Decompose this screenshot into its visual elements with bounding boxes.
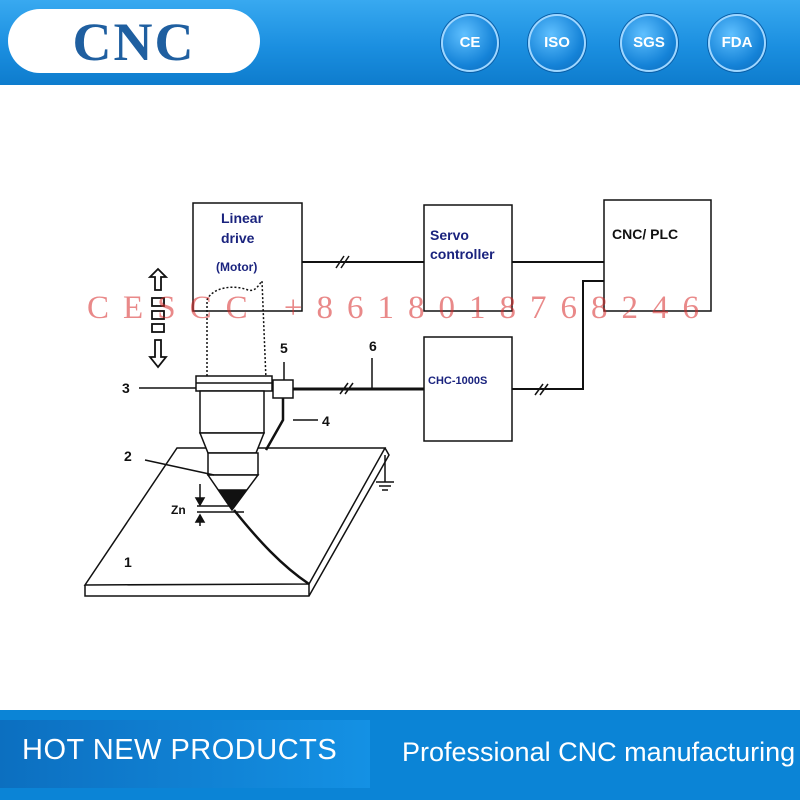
cable-4 (264, 398, 285, 451)
cnc-plc-box (603, 199, 712, 312)
down-arrow-icon (148, 339, 168, 369)
up-arrow-icon (147, 267, 169, 291)
chc-box (423, 336, 513, 442)
servo-label-2: controller (430, 246, 495, 262)
servo-controller-box (423, 204, 513, 312)
label-1: 1 (124, 554, 132, 570)
sgs-badge-icon: SGS (620, 14, 678, 72)
chc-cnc-line (512, 280, 604, 390)
hot-new-products-label: HOT NEW PRODUCTS (22, 734, 338, 766)
linear-drive-motor-label: (Motor) (216, 260, 257, 274)
iso-badge-icon: ISO (528, 14, 586, 72)
linear-drive-label-2: drive (221, 230, 255, 246)
diagram-area (0, 85, 800, 710)
ce-badge-icon: CE (441, 14, 499, 72)
cnc-plc-label: CNC/ PLC (612, 226, 678, 242)
watermark: CESCC +8618018768246 (87, 290, 713, 326)
label-2: 2 (124, 448, 132, 464)
logo: CNC (8, 9, 260, 73)
zn-label: Zn (171, 503, 186, 517)
logo-text: CNC (72, 12, 196, 72)
linear-drive-label-1: Linear (221, 210, 264, 226)
label-3: 3 (122, 380, 130, 396)
servo-label-1: Servo (430, 227, 469, 243)
label-5: 5 (280, 340, 288, 356)
chc-label: CHC-1000S (428, 375, 487, 387)
connector-5 (272, 379, 294, 399)
motor-linkage (206, 278, 267, 381)
footer-left-panel (0, 720, 370, 788)
label-4: 4 (322, 413, 330, 429)
linear-drive-box (192, 202, 303, 312)
fda-badge-icon: FDA (708, 14, 766, 72)
label-6: 6 (369, 338, 377, 354)
tagline: Professional CNC manufacturing (402, 737, 796, 767)
